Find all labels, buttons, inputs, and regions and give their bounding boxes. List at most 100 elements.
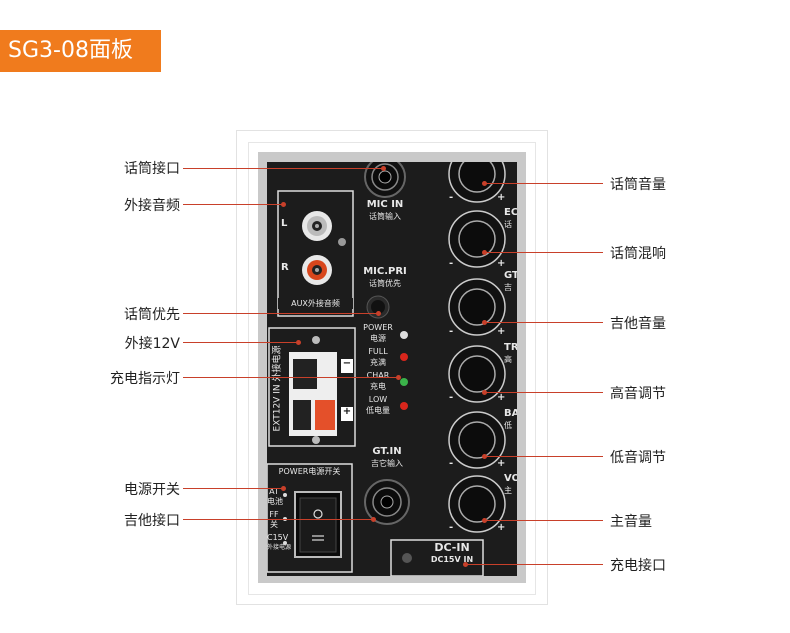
callout-dot bbox=[381, 166, 386, 171]
knob-plus: + bbox=[497, 392, 506, 403]
screw bbox=[338, 238, 346, 246]
terminal-black-lever bbox=[293, 359, 317, 389]
page-title: SG3-08面板 bbox=[0, 30, 161, 72]
knob-tr-cn: 高 bbox=[504, 355, 512, 364]
knob-tr-label: TR bbox=[504, 342, 517, 353]
full-led-cn: 充满 bbox=[370, 358, 386, 367]
dc-in-label: DC-IN bbox=[434, 541, 470, 554]
char-led-cn: 充电 bbox=[370, 382, 386, 391]
knob-minus: - bbox=[449, 326, 454, 337]
callout-line bbox=[183, 519, 373, 520]
led-low bbox=[400, 402, 408, 410]
callout-charge-led: 充电指示灯 bbox=[110, 371, 180, 387]
callout-dot bbox=[281, 202, 286, 207]
knob-eq-label: EC bbox=[504, 207, 517, 218]
callout-line bbox=[485, 183, 603, 184]
callout-dot bbox=[396, 375, 401, 380]
photo-frame-inner bbox=[248, 142, 536, 595]
knob-master bbox=[448, 475, 506, 533]
callout-line bbox=[485, 520, 603, 521]
callout-dot bbox=[482, 390, 487, 395]
knob-plus: + bbox=[497, 326, 506, 337]
dc-jack bbox=[402, 553, 412, 563]
callout-dot bbox=[482, 518, 487, 523]
switch-off-cn: 关 bbox=[270, 520, 278, 529]
knob-mic-echo bbox=[448, 210, 506, 268]
led-char bbox=[400, 378, 408, 386]
knob-minus: - bbox=[449, 522, 454, 533]
aux-r-label: R bbox=[281, 262, 289, 273]
callout-dot bbox=[296, 340, 301, 345]
callout-line bbox=[485, 456, 603, 457]
mic-priority-button bbox=[366, 295, 390, 319]
power-switch-box bbox=[267, 463, 353, 573]
dc-in-sub-label: DC15V IN bbox=[430, 555, 474, 564]
minus-sign: − bbox=[342, 358, 352, 369]
power-led-label: POWER bbox=[363, 323, 393, 332]
plus-box bbox=[341, 407, 353, 421]
knob-plus: + bbox=[497, 458, 506, 469]
callout-line bbox=[183, 377, 398, 378]
aux-box bbox=[277, 190, 354, 317]
ext12v-box bbox=[268, 327, 356, 447]
knob-gt-label: GT bbox=[504, 270, 517, 281]
callout-aux: 外接音频 bbox=[124, 198, 180, 214]
switch-dc-label: C15V bbox=[267, 533, 289, 542]
control-panel: MIC IN 话筒输入 L R AUX外接音频 MIC.PRI 话筒优先 POW… bbox=[267, 162, 517, 576]
switch-bat-label: AT bbox=[269, 487, 279, 496]
knob-guitar-volume bbox=[448, 278, 506, 336]
callout-treble: 高音调节 bbox=[610, 386, 666, 402]
knob-ba-label: BA bbox=[504, 408, 517, 419]
knob-minus: - bbox=[449, 258, 454, 269]
knob-gt-cn: 吉 bbox=[504, 283, 512, 292]
callout-bass: 低音调节 bbox=[610, 450, 666, 466]
callout-power-switch: 电源开关 bbox=[124, 482, 180, 498]
knob-treble bbox=[448, 345, 506, 403]
callout-dot bbox=[482, 454, 487, 459]
low-led-cn: 低电量 bbox=[366, 406, 390, 415]
mic-in-cn-label: 话筒输入 bbox=[369, 212, 401, 221]
callout-dot bbox=[463, 562, 468, 567]
callout-dot bbox=[482, 320, 487, 325]
callout-dot bbox=[371, 517, 376, 522]
knob-plus: + bbox=[497, 522, 506, 533]
screw bbox=[312, 336, 320, 344]
knob-plus: + bbox=[497, 258, 506, 269]
mic-pri-label: MIC.PRI bbox=[363, 266, 407, 277]
low-led-label: LOW bbox=[368, 395, 388, 404]
knob-vo-label: VO bbox=[504, 473, 517, 484]
callout-line bbox=[485, 392, 603, 393]
full-led-label: FULL bbox=[368, 347, 388, 356]
knob-plus: + bbox=[497, 192, 506, 203]
knob-ba-cn: 低 bbox=[504, 421, 512, 430]
callout-dot bbox=[482, 181, 487, 186]
screw bbox=[312, 436, 320, 444]
knob-minus: - bbox=[449, 392, 454, 403]
mic-in-label: MIC IN bbox=[366, 199, 404, 210]
power-led-cn: 电源 bbox=[370, 334, 386, 343]
callout-line bbox=[183, 488, 283, 489]
rca-right-jack bbox=[302, 255, 332, 285]
led-power bbox=[400, 331, 408, 339]
guitar-jack bbox=[364, 479, 410, 525]
switch-off-label: FF bbox=[269, 510, 279, 519]
callout-mic-jack: 话筒接口 bbox=[124, 161, 180, 177]
callout-mic-echo: 话筒混响 bbox=[610, 246, 666, 262]
knob-eq-cn: 话 bbox=[504, 220, 512, 229]
mic-pri-cn-label: 话筒优先 bbox=[369, 279, 401, 288]
callout-line bbox=[183, 313, 378, 314]
char-led-label: CHAR bbox=[366, 371, 390, 380]
callout-line bbox=[485, 322, 603, 323]
callout-mic-priority: 话筒优先 bbox=[124, 307, 180, 323]
callout-guitar-jack: 吉他接口 bbox=[124, 513, 180, 529]
minus-box bbox=[341, 359, 353, 373]
power-switch-caption: POWER电源开关 bbox=[268, 466, 351, 477]
callout-line bbox=[466, 564, 603, 565]
gt-in-cn-label: 吉它输入 bbox=[371, 459, 403, 468]
led-full bbox=[400, 353, 408, 361]
callout-dot bbox=[376, 311, 381, 316]
callout-ext12v: 外接12V bbox=[124, 336, 180, 352]
knob-minus: - bbox=[449, 192, 454, 203]
callout-mic-volume: 话筒音量 bbox=[610, 177, 666, 193]
switch-bat-cn: 电池 bbox=[267, 497, 283, 506]
